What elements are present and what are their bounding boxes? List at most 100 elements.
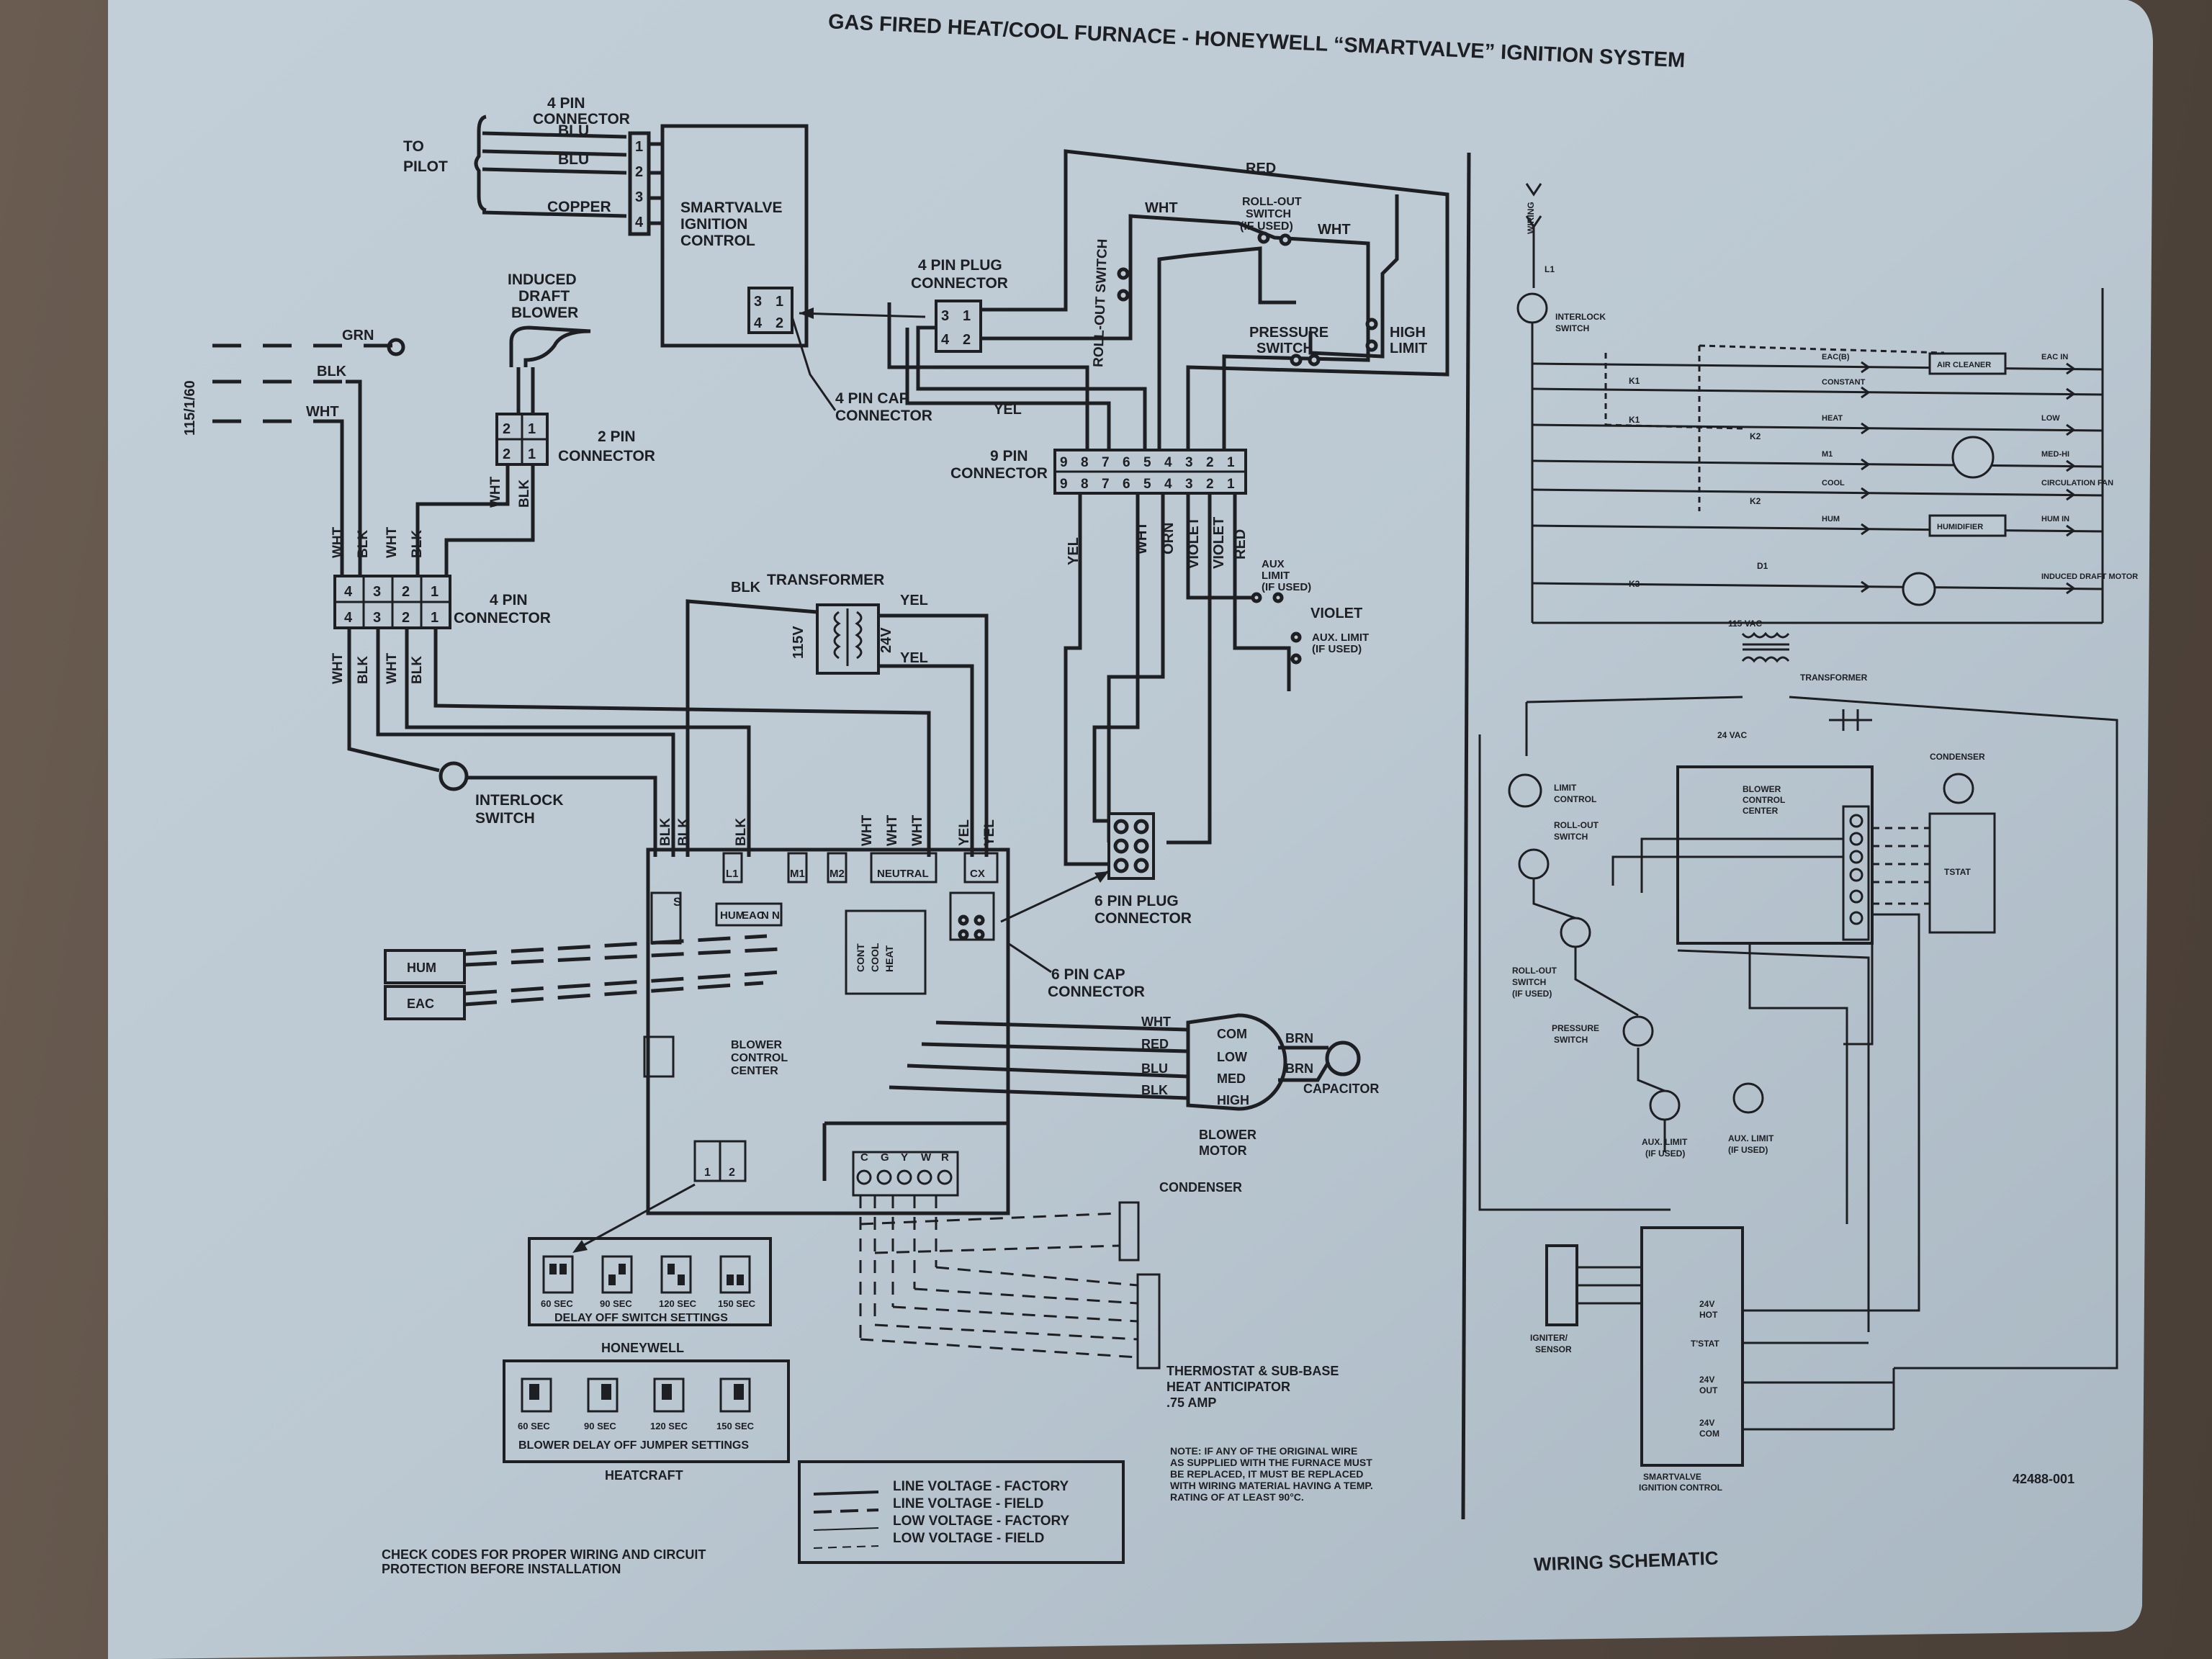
hc-jumper-icon <box>653 1377 685 1413</box>
legend-low-factory: LOW VOLTAGE - FACTORY <box>893 1514 1070 1529</box>
hc-setting-2: 120 SEC <box>650 1421 688 1431</box>
conn9-wire-red: RED <box>1233 529 1249 559</box>
board-term-n: N <box>772 909 780 922</box>
board-name-a: BLOWER <box>731 1039 783 1051</box>
conn4-wire-wht-bot1: WHT <box>331 652 346 684</box>
ladder-pressure-a: PRESSURE <box>1552 1023 1599 1033</box>
pilot-wire-copper: COPPER <box>547 199 611 215</box>
pilot-wire-blu-2: BLU <box>558 151 589 168</box>
wire-yel-plug: YEL <box>994 402 1022 418</box>
conn9-pin-top-2: 2 <box>1206 455 1214 470</box>
ladder-blower-control-center <box>1676 765 1874 945</box>
hw-dip-icon <box>542 1255 574 1294</box>
board-name-b: CONTROL <box>731 1052 788 1064</box>
pilot-connector-label-b: CONNECTOR <box>533 111 630 127</box>
hw-setting-0: 60 SEC <box>541 1298 573 1309</box>
conn9-pin-top-7: 7 <box>1102 455 1110 470</box>
hc-jumper <box>662 1384 672 1400</box>
tstat-term-c: C <box>860 1151 868 1164</box>
rollout-top-label-a: ROLL-OUT <box>1242 196 1302 208</box>
pilot-pin-1: 1 <box>635 139 643 155</box>
hw-dip-knob <box>559 1264 567 1274</box>
board-term-cx: CX <box>970 868 985 880</box>
conn4-pin-bot-4: 4 <box>344 610 353 626</box>
ladder-plug-icon <box>1861 386 2074 400</box>
conn9-pin-bot-4: 4 <box>1164 477 1172 492</box>
conn9-pin-top-5: 5 <box>1143 455 1151 470</box>
aux-limit2-label-b: (IF USED) <box>1312 643 1362 655</box>
to-label: TO <box>403 138 424 155</box>
hc-setting-1: 90 SEC <box>584 1421 616 1431</box>
ladder-rung-right-4: CIRCULATION FAN <box>2041 479 2113 487</box>
conn9-pin-bot-8: 8 <box>1081 477 1089 492</box>
motor-tap-blk: BLK <box>1141 1083 1168 1097</box>
hw-dip-icon <box>660 1255 692 1294</box>
plug6-label-a: 6 PIN PLUG <box>1094 893 1179 909</box>
ladder-24vac: 24 VAC <box>1717 730 1747 740</box>
wiring-label: GAS FIRED HEAT/COOL FURNACE - HONEYWELL … <box>108 0 2153 1659</box>
ladder-rung-left-1: CONSTANT <box>1822 378 1866 387</box>
eac-label: EAC <box>407 997 434 1011</box>
plug4-pin-1: 1 <box>963 308 971 324</box>
motor-speed-med: MED <box>1217 1071 1246 1086</box>
motor-tap-blu: BLU <box>1141 1061 1168 1076</box>
conn4-pin-bot-1: 1 <box>431 610 439 626</box>
hw-dip-knob <box>737 1274 744 1285</box>
hw-dip-knob <box>549 1264 557 1274</box>
check-codes-line-2: PROTECTION BEFORE INSTALLATION <box>382 1562 621 1576</box>
ladder-induced-motor-icon <box>1902 572 1936 606</box>
hw-setting-1: 90 SEC <box>600 1298 632 1309</box>
hum-label: HUM <box>407 961 436 975</box>
hw-dip-icon <box>719 1255 751 1294</box>
ladder-rung-left-2: HEAT <box>1822 414 1843 423</box>
board-term-neutral: NEUTRAL <box>877 868 929 880</box>
plug6-label-b: CONNECTOR <box>1094 910 1192 927</box>
ladder-rung <box>1532 524 2103 533</box>
conn4-wire-blk-top1: BLK <box>356 530 371 558</box>
hw-dip-knob <box>608 1274 616 1285</box>
conn4-pin-top-2: 2 <box>402 584 410 600</box>
ladder-rung-left-4: COOL <box>1822 479 1845 487</box>
condenser-terminal <box>1118 1201 1140 1262</box>
ladder-smartvalve <box>1640 1226 1744 1467</box>
conn4-pin-bot-3: 3 <box>373 610 381 626</box>
transformer-115v: 115V <box>791 626 806 659</box>
ladder-pressure-b: SWITCH <box>1554 1035 1588 1045</box>
plug4-pin-3: 3 <box>941 308 949 324</box>
ladder-tstat-label: TSTAT <box>1944 867 1972 877</box>
ladder-plug-icon <box>1861 523 2074 537</box>
connection-diagram: TO PILOT 4 PIN CONNECTOR BLU BLU COPPER … <box>182 95 1449 1576</box>
ladder-rung <box>1532 459 2103 468</box>
ladder-115vac: 115 VAC <box>1728 619 1762 629</box>
board-term-m1: M1 <box>790 868 805 880</box>
tstat-term-g: G <box>881 1151 889 1164</box>
ladder-aux2-b: (IF USED) <box>1728 1145 1768 1155</box>
conn9-pin-top-9: 9 <box>1060 455 1068 470</box>
conn4-wire-blk-top2: BLK <box>410 530 425 558</box>
ladder-igniter-a: IGNITER/ <box>1530 1333 1568 1343</box>
board-wire-wht-3: WHT <box>910 814 925 846</box>
motor-tap-red: RED <box>1141 1037 1169 1051</box>
hc-setting-0: 60 SEC <box>518 1421 550 1431</box>
conn9-pin-top-8: 8 <box>1081 455 1089 470</box>
hw-setting-3: 150 SEC <box>718 1298 756 1309</box>
thermostat-label-c: .75 AMP <box>1166 1395 1216 1410</box>
transformer-24v: 24V <box>878 627 894 653</box>
motor-speed-com: COM <box>1217 1027 1247 1041</box>
transformer-yel-2: YEL <box>900 650 928 666</box>
conn9-wire-yel: YEL <box>1066 537 1082 565</box>
ladder-rollout2-a: ROLL-OUT <box>1512 966 1557 976</box>
board-wire-wht-1: WHT <box>860 814 875 846</box>
conn9-label-b: CONNECTOR <box>950 465 1048 482</box>
motor-name-b: MOTOR <box>1199 1143 1247 1158</box>
supply-blk: BLK <box>317 364 347 379</box>
sv-pin-2: 2 <box>775 315 783 331</box>
conn4-wire-blk-bot2: BLK <box>410 656 425 684</box>
ladder-plug-icon <box>1861 458 2074 472</box>
board-wire-blk-3: BLK <box>734 818 749 846</box>
cap4-label-a: 4 PIN CAP <box>835 390 909 407</box>
tstat-screw <box>917 1169 932 1185</box>
tstat-screw <box>856 1169 872 1185</box>
conn4-wire-blk-bot1: BLK <box>356 656 371 684</box>
relay-label-cont: CONT <box>855 943 866 972</box>
